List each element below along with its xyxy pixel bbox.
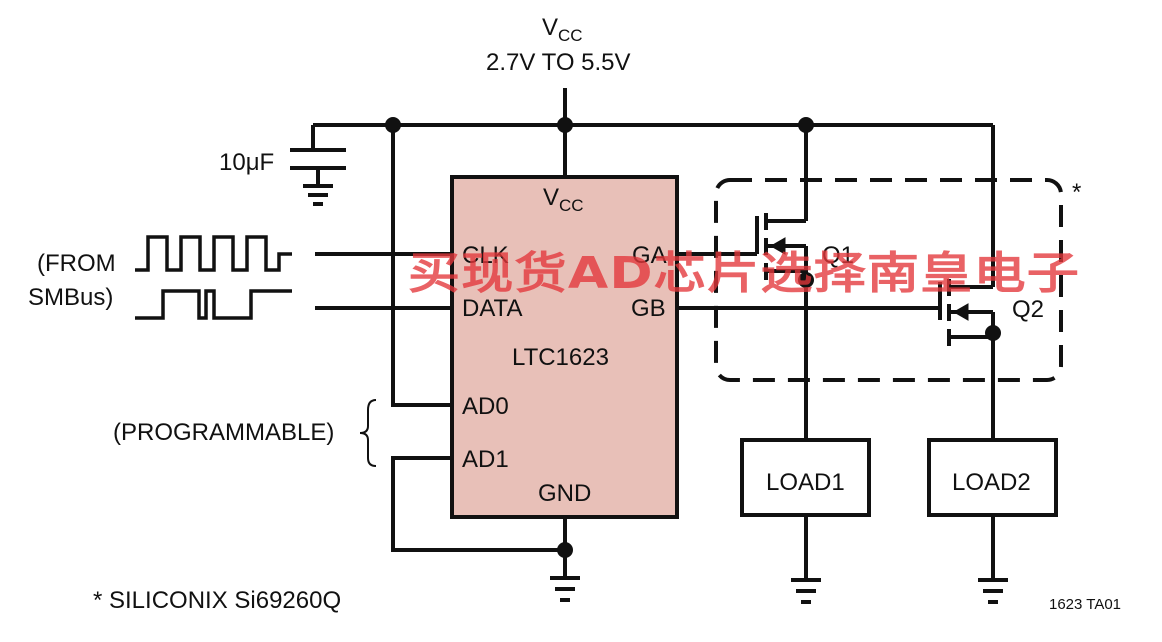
q1-label: Q1 [822,242,854,269]
programmable-brace [359,399,377,467]
vcc-supply-label: VCC [542,14,583,45]
clk-pin-label: CLK [462,242,509,269]
chip-vcc-pin-label: VCC [543,184,584,215]
package-asterisk: * [1072,179,1081,206]
figure-id: 1623 TA01 [1049,596,1121,613]
ad0-wire [391,125,452,407]
data-waveform [135,289,292,320]
ad1-wire [391,456,565,552]
ad0-pin-label: AD0 [462,393,509,420]
load2-ground-symbol [978,578,1008,604]
gnd-pin-label: GND [538,480,591,507]
load2-label: LOAD2 [952,469,1031,496]
load1-ground-symbol [791,578,821,604]
ga-pin-label: GA [632,242,667,269]
watermark: 买现货AD芯片选择南皇电子 [408,248,1080,299]
data-pin-label: DATA [462,295,522,322]
load1-label: LOAD1 [766,469,845,496]
dual-mosfet-package-outline [714,178,1063,382]
vcc-range-label: 2.7V TO 5.5V [486,49,631,76]
ltc1623-chip-body [450,175,679,519]
q2-label: Q2 [1012,296,1044,323]
clock-waveform [135,235,292,272]
source-label-line1: (FROM [37,250,116,277]
capacitor-symbol [290,125,346,206]
capacitor-value-label: 10μF [219,149,274,176]
programmable-label: (PROGRAMMABLE) [113,419,334,446]
chip-name-label: LTC1623 [512,344,609,371]
ad1-pin-label: AD1 [462,446,509,473]
footnote: * SILICONIX Si69260Q [93,587,341,614]
junction-dots [385,117,1001,558]
chip-ground-symbol [550,576,580,602]
source-label-line2: SMBus) [28,284,113,311]
gb-pin-label: GB [631,295,666,322]
